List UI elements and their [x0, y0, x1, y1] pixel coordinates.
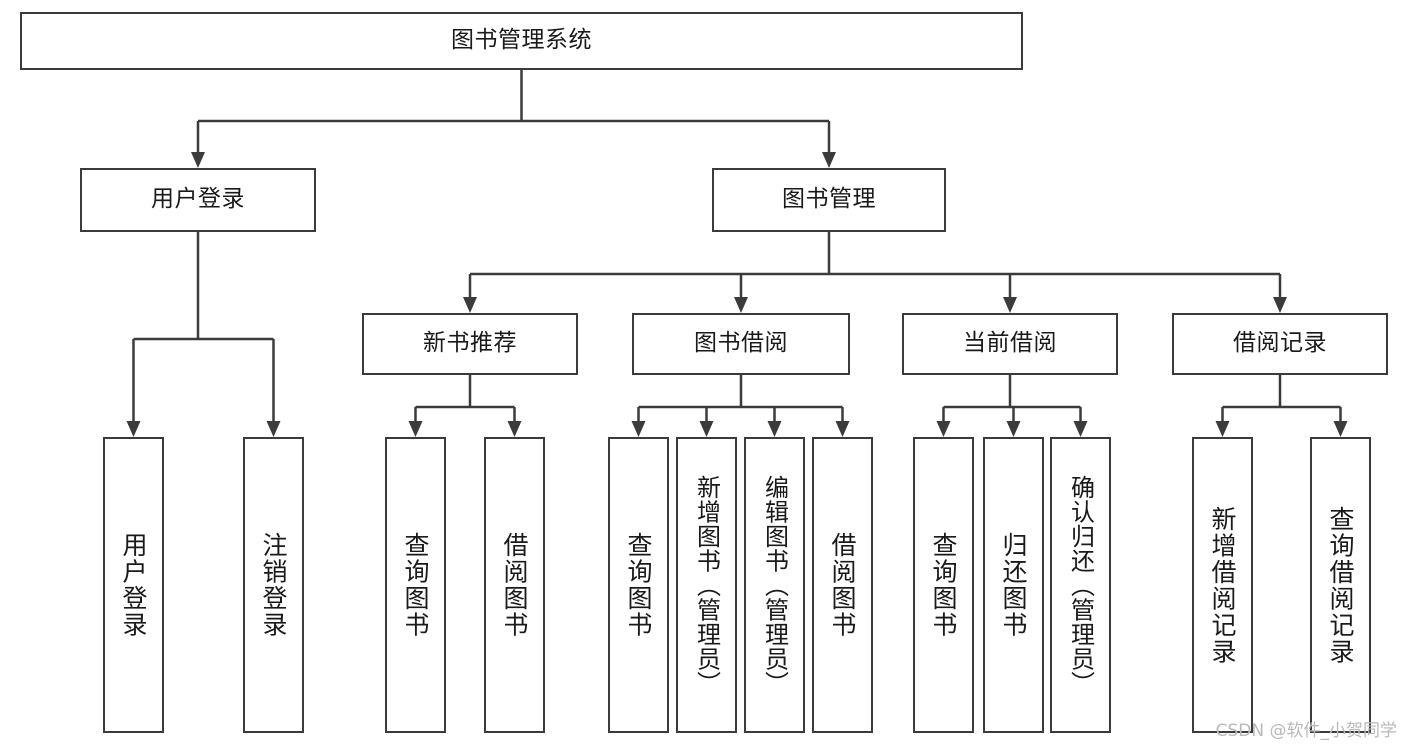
arrowhead-edge-bb-borrow	[835, 421, 850, 437]
node-leaf-borrow-book-recommend[interactable]: 借阅图书	[484, 437, 545, 733]
node-label: 借阅图书	[828, 532, 857, 638]
node-leaf-user-logout[interactable]: 注销登录	[243, 437, 304, 733]
arrowhead-edge-root-user-login	[191, 152, 205, 168]
arrowhead-edge-bb-edit	[767, 421, 782, 437]
node-leaf-query-borrow-record[interactable]: 查询借阅记录	[1310, 437, 1371, 733]
arrowhead-edge-bb-add	[699, 421, 714, 437]
node-label: 查询图书	[401, 532, 430, 638]
arrowhead-edge-ul-leaf-user-logout	[266, 421, 281, 437]
arrowhead-edge-br-add	[1215, 421, 1230, 437]
arrowhead-edge-cb-query	[936, 421, 951, 437]
arrowhead-edge-nbr-borrow	[507, 421, 522, 437]
arrowhead-edge-cb-confirm	[1073, 421, 1088, 437]
node-book-management[interactable]: 图书管理	[712, 168, 946, 232]
arrowhead-edge-bm-borrow-record	[1273, 297, 1287, 313]
node-label: 图书借阅	[694, 330, 788, 357]
arrowhead-edge-bm-new-book-recommend	[463, 297, 477, 313]
node-user-login[interactable]: 用户登录	[80, 168, 316, 232]
node-label: 查询图书	[624, 532, 653, 638]
arrowhead-edge-ul-leaf-user-login	[126, 421, 141, 437]
arrowhead-edge-root-book-management	[822, 152, 836, 168]
node-label: 借阅图书	[500, 532, 529, 638]
node-leaf-confirm-return[interactable]: 确认归还（管理员）	[1050, 437, 1111, 733]
node-label: 查询借阅记录	[1326, 505, 1355, 665]
arrowhead-edge-bb-query	[631, 421, 646, 437]
node-current-borrow[interactable]: 当前借阅	[902, 313, 1118, 375]
node-borrow-record[interactable]: 借阅记录	[1172, 313, 1388, 375]
node-label: 注销登录	[259, 532, 288, 638]
node-root[interactable]: 图书管理系统	[20, 12, 1023, 70]
arrowhead-edge-br-query	[1333, 421, 1348, 437]
arrowhead-edge-cb-return	[1006, 421, 1021, 437]
node-label: 新增借阅记录	[1208, 505, 1237, 665]
node-leaf-add-book[interactable]: 新增图书（管理员）	[676, 437, 737, 733]
node-leaf-query-book[interactable]: 查询图书	[608, 437, 669, 733]
node-leaf-edit-book[interactable]: 编辑图书（管理员）	[744, 437, 805, 733]
node-label: 用户登录	[151, 186, 245, 213]
node-label: 查询图书	[929, 532, 958, 638]
node-leaf-add-borrow-record[interactable]: 新增借阅记录	[1192, 437, 1253, 733]
node-label: 归还图书	[999, 532, 1028, 638]
arrowhead-edge-bm-book-borrow	[734, 297, 748, 313]
arrowhead-edge-bm-current-borrow	[1003, 297, 1017, 313]
node-label: 编辑图书（管理员）	[760, 474, 789, 696]
node-label: 图书管理系统	[451, 27, 592, 54]
arrowhead-edge-nbr-query	[408, 421, 423, 437]
node-label: 当前借阅	[963, 330, 1057, 357]
node-leaf-query-book-current[interactable]: 查询图书	[913, 437, 974, 733]
node-label: 新增图书（管理员）	[692, 474, 721, 696]
node-leaf-return-book[interactable]: 归还图书	[983, 437, 1044, 733]
node-label: 借阅记录	[1233, 330, 1327, 357]
node-leaf-user-login[interactable]: 用户登录	[103, 437, 164, 733]
node-leaf-query-book-recommend[interactable]: 查询图书	[385, 437, 446, 733]
node-label: 确认归还（管理员）	[1066, 474, 1095, 696]
node-label: 图书管理	[782, 186, 876, 213]
node-label: 用户登录	[119, 532, 148, 638]
node-book-borrow[interactable]: 图书借阅	[632, 313, 850, 375]
node-new-book-recommend[interactable]: 新书推荐	[362, 313, 578, 375]
watermark-text: CSDN @软件_小贺同学	[1215, 721, 1397, 741]
node-leaf-borrow-book[interactable]: 借阅图书	[812, 437, 873, 733]
node-label: 新书推荐	[423, 330, 517, 357]
